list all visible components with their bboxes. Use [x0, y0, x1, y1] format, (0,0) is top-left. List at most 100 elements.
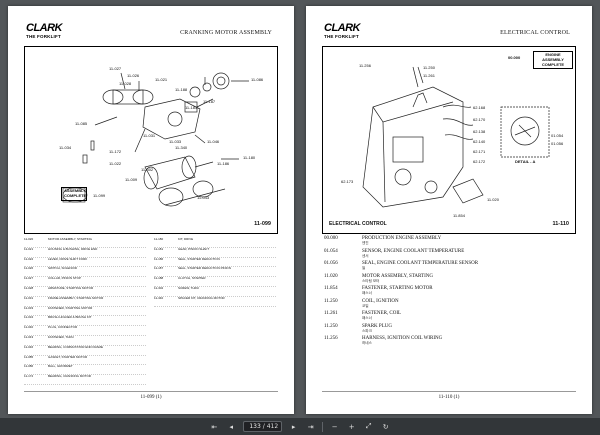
callout-label: 62.171: [473, 149, 486, 154]
engine-drawing: [362, 66, 550, 208]
fit-page-icon[interactable]: ⤢: [365, 422, 372, 430]
part-number: 11-187: [154, 266, 164, 271]
part-name-korean: 씰: [362, 266, 366, 270]
part-number: 11-034: [24, 315, 34, 320]
part-name-korean: 엔진: [362, 241, 369, 245]
part-description: CLUTCH, STARTER: [178, 276, 206, 281]
callout-label: 62.170: [473, 117, 486, 122]
part-number: 11-022: [24, 256, 34, 261]
detail-label: DETAIL - A: [515, 159, 536, 164]
part-number: 11-180: [154, 237, 164, 241]
callout-label: 11.250: [423, 65, 435, 70]
part-number: 11-086: [24, 364, 34, 369]
callout-label: 11-022: [109, 161, 122, 166]
part-description: SWITCH, SOLENOID: [48, 266, 78, 271]
figure-number: 11-110: [552, 221, 569, 227]
callout-label: 11.256: [359, 63, 371, 68]
callout-label: 11-043: [197, 195, 210, 200]
page-footer: 11-099 (1): [140, 395, 162, 400]
callout-label: 11-340: [175, 145, 188, 150]
part-description: SEAL, STARTER REDUCTION: [178, 256, 220, 261]
part-description: LEVER, DRIVE SHIFT FORK: [48, 256, 88, 261]
callout-label: 62.173: [341, 179, 354, 184]
part-number: 11.250: [324, 323, 338, 329]
part-number: 11-026: [24, 266, 34, 271]
zoom-out-icon[interactable]: −: [331, 422, 338, 431]
part-description: FASTENER, THRU: [48, 334, 74, 339]
part-name-english: MOTOR ASSEMBLY, STARTING: [362, 273, 433, 279]
callout-label: 11-027: [109, 66, 122, 71]
assembly-complete-box: ASSEMBLY COMPLETE: [61, 187, 87, 201]
part-description: GASKET, STARTER MOTOR: [48, 354, 88, 359]
callout-label: 62.138: [473, 129, 486, 134]
part-description: SEAL, STARTER REDUCTION PINION: [178, 266, 231, 271]
part-number: 11-046: [24, 344, 34, 349]
part-name-korean: 스타팅 모터: [362, 278, 380, 283]
callout-label: 11-172: [109, 149, 122, 154]
parts-row: 11-026 SWITCH, SOLENOID: [24, 266, 146, 278]
part-description: BEARING, COMMUTATOR END FRAME: [48, 344, 104, 349]
footer-divider: [24, 391, 278, 392]
page-footer: 11-110 (1): [438, 395, 460, 400]
part-description: SPACER KIT, CRANKING MOTOR: [178, 295, 225, 300]
part-name-english: FASTENER, COIL: [362, 311, 402, 316]
callout-label: 11-009: [125, 177, 138, 182]
first-page-icon[interactable]: ⇤: [211, 422, 218, 431]
part-number: 11-027: [24, 276, 34, 281]
callout-label: 11-188: [175, 87, 188, 92]
page-number-input[interactable]: [246, 422, 261, 431]
part-name-english: HARNESS, IGNITION COIL WIRING: [362, 336, 443, 341]
callout-label: 11-086: [251, 77, 264, 82]
callout-label: 11-180: [243, 155, 256, 160]
callout-label: 62.172: [473, 159, 486, 164]
part-name-korean: 패스너: [362, 291, 372, 295]
rotate-icon[interactable]: ↻: [382, 422, 389, 431]
total-pages: / 412: [262, 423, 279, 430]
page-title: CRANKING MOTOR ASSEMBLY: [180, 30, 272, 36]
part-number: 11-020: [24, 237, 34, 241]
part-number: 01.054: [324, 248, 338, 254]
part-number: 11.020: [324, 273, 338, 279]
part-number: 11-188: [154, 276, 164, 281]
part-description: MOTOR ASSEMBLY, STARTING: [48, 237, 92, 241]
part-description: ARMATURE, STARTING MOTOR: [48, 285, 94, 290]
last-page-icon[interactable]: ⇥: [307, 422, 314, 431]
callout-label: 11.854: [453, 213, 465, 218]
part-number: 11-021: [24, 246, 34, 251]
next-page-icon[interactable]: ▸: [291, 422, 296, 431]
parts-row: 11-020 MOTOR ASSEMBLY, STARTING: [24, 237, 146, 248]
part-name-english: PRODUCTION ENGINE ASSEMBLY: [362, 236, 442, 241]
callout-label: 11-033: [169, 139, 182, 144]
zoom-in-icon[interactable]: +: [348, 422, 355, 431]
parts-row: 11-188 CLUTCH, STARTER: [154, 277, 276, 287]
previous-page-icon[interactable]: ◂: [229, 422, 234, 431]
part-description: BRUSH HOLDER & BRUSH KIT: [48, 315, 92, 320]
logo-brand: CLARK: [324, 22, 361, 34]
part-description: COLLAR, PINION STOP: [48, 276, 81, 281]
engine-diagram: ENGINE ASSEMBLY COMPLETE 00.000 11.256 1…: [322, 46, 576, 234]
part-name-english: SPARK PLUG: [362, 323, 392, 329]
part-number: 00.000: [324, 236, 338, 241]
part-description: SCREW, THRU: [178, 285, 199, 290]
callout-label: 01.054: [551, 133, 564, 138]
callout-label: 11-034: [59, 145, 72, 150]
